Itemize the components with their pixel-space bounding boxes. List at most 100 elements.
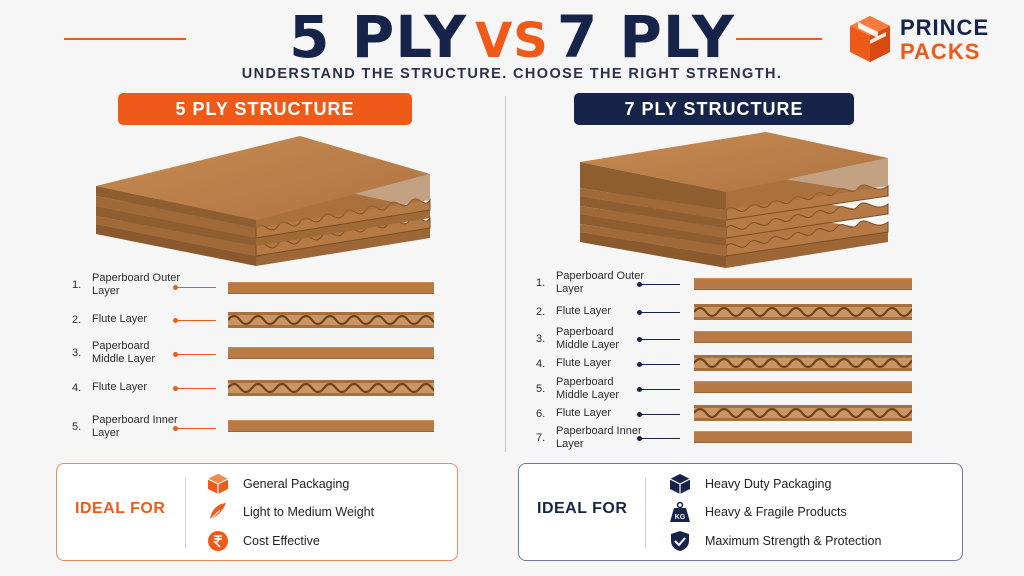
ideal-item-text: Maximum Strength & Protection bbox=[705, 534, 882, 548]
flute-strip bbox=[694, 355, 912, 371]
flute-strip bbox=[694, 304, 912, 320]
layer-label: Paperboard Inner Layer bbox=[556, 425, 642, 450]
cardboard-stack-7ply-illustration bbox=[580, 132, 889, 268]
title-right: 7 PLY bbox=[556, 3, 735, 71]
layer-connector bbox=[173, 386, 216, 391]
layer-number: 3. bbox=[72, 347, 82, 359]
title-rule-left bbox=[64, 38, 186, 40]
brand-name-line2: PACKS bbox=[900, 39, 981, 64]
ideal-for-box-7ply: IDEAL FOR Heavy Duty Packaging KG Heavy … bbox=[518, 463, 963, 561]
layer-number: 1. bbox=[72, 279, 82, 291]
kg-label: KG bbox=[675, 514, 686, 521]
paperboard-strip bbox=[694, 331, 912, 343]
layer-row-7ply-6: 6. Flute Layer bbox=[536, 407, 646, 420]
layer-connector bbox=[637, 387, 680, 392]
shield-check-icon bbox=[669, 530, 691, 552]
layer-row-7ply-2: 2. Flute Layer bbox=[536, 305, 646, 318]
brand-logo: PRINCE PACKS bbox=[848, 12, 1018, 68]
box-icon bbox=[207, 473, 229, 495]
layer-row-7ply-1: 1. Paperboard Outer Layer bbox=[536, 270, 646, 296]
layer-connector bbox=[637, 436, 680, 441]
ideal-item-text: Heavy Duty Packaging bbox=[705, 477, 832, 491]
layer-number: 2. bbox=[536, 305, 546, 318]
layer-number: 1. bbox=[536, 277, 546, 289]
section-heading-5ply: 5 PLY STRUCTURE bbox=[118, 93, 412, 125]
flute-strip bbox=[228, 380, 434, 396]
layer-connector bbox=[173, 318, 216, 323]
rupee-icon bbox=[207, 530, 229, 552]
layer-connector bbox=[637, 362, 680, 367]
ideal-for-separator bbox=[645, 478, 646, 548]
ideal-for-separator bbox=[185, 478, 186, 548]
layer-connector bbox=[637, 412, 680, 417]
brand-name-line1: PRINCE bbox=[900, 15, 990, 40]
title-vs: VS bbox=[475, 13, 549, 69]
layer-connector bbox=[637, 282, 680, 287]
box-logo-icon bbox=[850, 16, 890, 62]
layer-row-7ply-3: 3. Paperboard Middle Layer bbox=[536, 326, 646, 352]
ideal-item-text: Light to Medium Weight bbox=[243, 505, 375, 519]
center-divider bbox=[505, 96, 506, 452]
paperboard-strip bbox=[228, 420, 434, 432]
ideal-for-box-5ply: IDEAL FOR General Packaging Light to Med… bbox=[56, 463, 458, 561]
layer-label: Flute Layer bbox=[556, 357, 612, 369]
kg-weight-icon: KG bbox=[669, 501, 691, 523]
paperboard-strip bbox=[694, 381, 912, 393]
layer-number: 7. bbox=[536, 432, 546, 444]
layer-row-5ply-1: 1. Paperboard Outer Layer bbox=[72, 272, 182, 298]
layer-number: 5. bbox=[536, 383, 546, 395]
layer-label: Paperboard Inner Layer bbox=[92, 414, 178, 439]
ideal-item-text: General Packaging bbox=[243, 477, 350, 491]
layer-label: Paperboard Middle Layer bbox=[556, 326, 619, 351]
paperboard-strip bbox=[694, 278, 912, 290]
layer-row-7ply-5: 5. Paperboard Middle Layer bbox=[536, 376, 646, 402]
brand-name: PRINCE PACKS bbox=[900, 16, 989, 64]
layer-number: 6. bbox=[536, 407, 546, 420]
layer-number: 4. bbox=[72, 381, 82, 394]
layer-row-5ply-3: 3. Paperboard Middle Layer bbox=[72, 340, 182, 366]
cardboard-stack-5ply-illustration bbox=[96, 136, 431, 266]
title-left: 5 PLY bbox=[289, 3, 468, 71]
flute-strip bbox=[228, 312, 434, 328]
ideal-item-general-packaging: General Packaging bbox=[207, 473, 349, 495]
layer-number: 4. bbox=[536, 357, 546, 370]
ideal-for-title: IDEAL FOR bbox=[75, 500, 166, 517]
ideal-item-heavy-fragile: KG Heavy & Fragile Products bbox=[669, 501, 847, 523]
ideal-item-cost-effective: Cost Effective bbox=[207, 530, 320, 552]
layer-label: Paperboard Middle Layer bbox=[556, 376, 619, 401]
paperboard-strip bbox=[694, 431, 912, 443]
layer-connector bbox=[173, 426, 216, 431]
layer-label: Flute Layer bbox=[556, 407, 612, 419]
paperboard-strip bbox=[228, 282, 434, 294]
layer-label: Flute Layer bbox=[92, 313, 148, 325]
page-subtitle: UNDERSTAND THE STRUCTURE. CHOOSE THE RIG… bbox=[241, 66, 783, 82]
layer-number: 3. bbox=[536, 333, 546, 345]
ideal-item-text: Heavy & Fragile Products bbox=[705, 505, 847, 519]
layer-label: Flute Layer bbox=[92, 381, 148, 393]
layer-row-7ply-4: 4. Flute Layer bbox=[536, 357, 646, 370]
layer-row-5ply-5: 5. Paperboard Inner Layer bbox=[72, 414, 182, 440]
layer-number: 5. bbox=[72, 421, 82, 433]
layer-label: Paperboard Outer Layer bbox=[92, 272, 181, 297]
ideal-item-text: Cost Effective bbox=[243, 534, 320, 548]
layer-connector bbox=[637, 337, 680, 342]
flute-strip bbox=[694, 405, 912, 421]
title-rule-right bbox=[736, 38, 822, 40]
feather-icon bbox=[207, 501, 229, 523]
section-heading-7ply: 7 PLY STRUCTURE bbox=[574, 93, 854, 125]
layer-connector bbox=[173, 285, 216, 290]
ideal-item-light-weight: Light to Medium Weight bbox=[207, 501, 374, 523]
layer-connector bbox=[637, 310, 680, 315]
paperboard-strip bbox=[228, 347, 434, 359]
layer-row-7ply-7: 7. Paperboard Inner Layer bbox=[536, 425, 646, 451]
layer-row-5ply-4: 4. Flute Layer bbox=[72, 381, 182, 394]
layer-row-5ply-2: 2. Flute Layer bbox=[72, 313, 182, 326]
layer-label: Paperboard Middle Layer bbox=[92, 340, 155, 365]
layer-connector bbox=[173, 352, 216, 357]
cube-icon bbox=[669, 473, 691, 495]
layer-number: 2. bbox=[72, 313, 82, 326]
ideal-for-title: IDEAL FOR bbox=[537, 500, 628, 517]
layer-label: Paperboard Outer Layer bbox=[556, 270, 645, 295]
ideal-item-heavy-duty: Heavy Duty Packaging bbox=[669, 473, 831, 495]
